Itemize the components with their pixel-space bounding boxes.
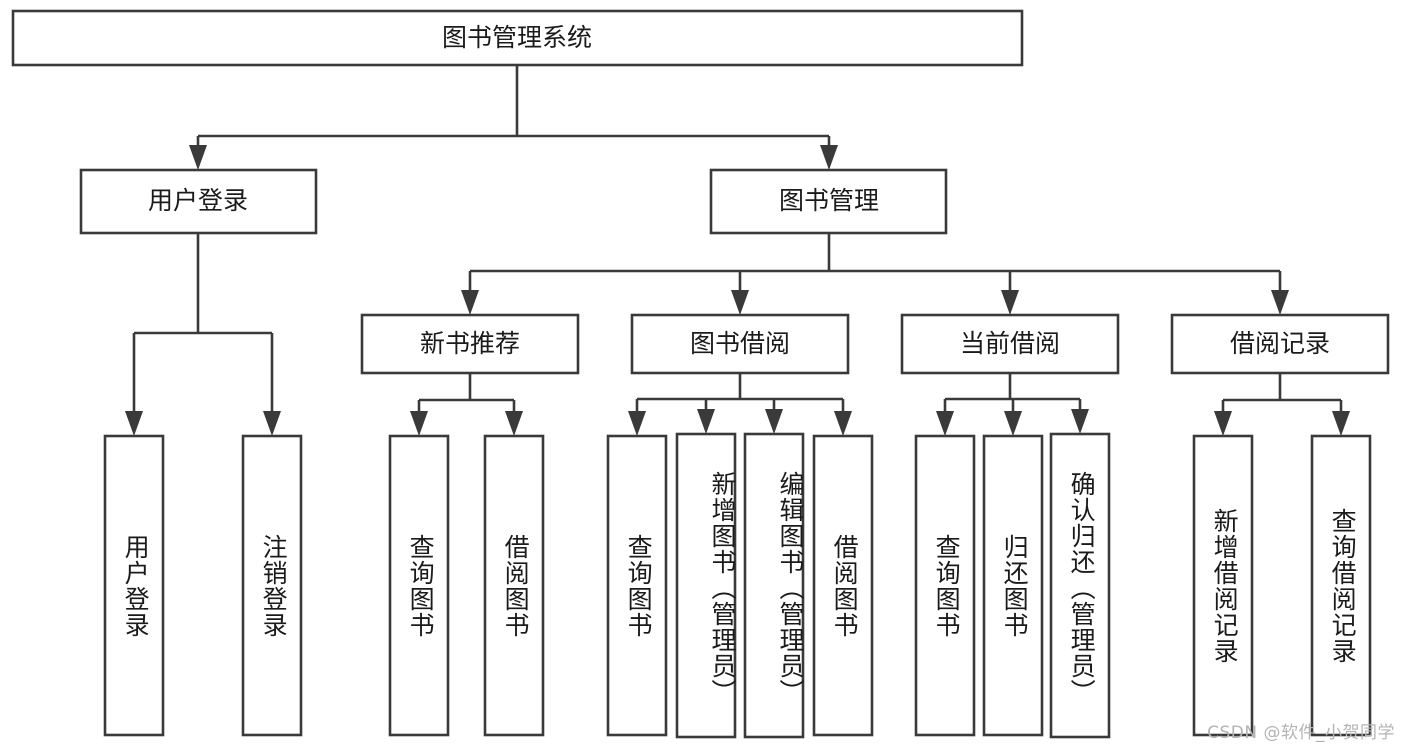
leaf-box-add-book[interactable] bbox=[675, 432, 737, 739]
leaf-box-query-book-1[interactable] bbox=[388, 434, 450, 737]
arrow-head-leaf-logout bbox=[263, 411, 281, 436]
node-book-manage[interactable]: 图书管理 bbox=[709, 168, 948, 235]
leaf-box-return-book[interactable] bbox=[982, 434, 1044, 737]
node-new-book-recommend-box[interactable] bbox=[360, 313, 580, 375]
arrow-head-leaf-borrow-book-1 bbox=[505, 411, 523, 436]
arrow-head-book-manage bbox=[820, 145, 838, 170]
arrow-head-leaf-query-record bbox=[1332, 411, 1350, 436]
node-root[interactable]: 图书管理系统 bbox=[11, 9, 1024, 67]
leaf-box-edit-book[interactable] bbox=[743, 432, 805, 739]
arrow-head-leaf-query-book-2 bbox=[628, 411, 646, 436]
node-new-book-recommend[interactable]: 新书推荐 bbox=[360, 313, 580, 375]
leaf-box-group bbox=[103, 432, 1372, 739]
leaf-box-borrow-book-1[interactable] bbox=[483, 434, 545, 737]
arrow-head-leaf-user-login bbox=[125, 411, 143, 436]
node-book-borrow-label: 图书借阅 bbox=[690, 329, 790, 358]
connector-group-book-manage bbox=[461, 233, 1289, 315]
leaf-box-query-book-2[interactable] bbox=[606, 434, 668, 737]
leaf-box-logout[interactable] bbox=[241, 434, 303, 737]
csdn-watermark: CSDN @软件_小贺同学 bbox=[1207, 723, 1395, 743]
node-book-borrow-box[interactable] bbox=[630, 313, 850, 375]
leaf-box-confirm-return[interactable] bbox=[1049, 432, 1111, 739]
node-current-borrow-label: 当前借阅 bbox=[960, 329, 1060, 358]
connector-group-book-borrow bbox=[628, 373, 852, 436]
connector-group-borrow-record bbox=[1214, 373, 1350, 436]
arrow-head-leaf-return-book bbox=[1004, 411, 1022, 436]
node-user-login-box[interactable] bbox=[79, 168, 318, 235]
arrow-head-book-borrow bbox=[731, 290, 749, 315]
arrow-head-new-book-recommend bbox=[461, 290, 479, 315]
node-book-borrow[interactable]: 图书借阅 bbox=[630, 313, 850, 375]
leaf-box-add-record[interactable] bbox=[1192, 434, 1254, 737]
node-root-box[interactable] bbox=[11, 9, 1024, 67]
node-user-login[interactable]: 用户登录 bbox=[79, 168, 318, 235]
node-borrow-record[interactable]: 借阅记录 bbox=[1170, 313, 1390, 375]
connector-group-current-borrow bbox=[936, 373, 1089, 436]
leaf-box-borrow-book-2[interactable] bbox=[812, 434, 874, 737]
node-borrow-record-label: 借阅记录 bbox=[1230, 329, 1330, 358]
leaf-box-query-record[interactable] bbox=[1310, 434, 1372, 737]
arrow-head-leaf-query-book-1 bbox=[410, 411, 428, 436]
arrow-head-leaf-add-book bbox=[697, 409, 715, 434]
leaf-box-query-book-3[interactable] bbox=[914, 434, 976, 737]
node-root-label: 图书管理系统 bbox=[442, 23, 592, 52]
leaf-box-user-login[interactable] bbox=[103, 434, 165, 737]
arrow-head-leaf-borrow-book-2 bbox=[834, 411, 852, 436]
arrow-head-user-login bbox=[189, 145, 207, 170]
arrow-head-current-borrow bbox=[1001, 290, 1019, 315]
node-user-login-label: 用户登录 bbox=[148, 186, 248, 215]
connector-group-user-login bbox=[125, 233, 281, 436]
node-borrow-record-box[interactable] bbox=[1170, 313, 1390, 375]
node-current-borrow[interactable]: 当前借阅 bbox=[900, 313, 1120, 375]
node-book-manage-box[interactable] bbox=[709, 168, 948, 235]
node-current-borrow-box[interactable] bbox=[900, 313, 1120, 375]
arrow-head-leaf-query-book-3 bbox=[936, 411, 954, 436]
arrow-head-borrow-record bbox=[1271, 290, 1289, 315]
node-book-manage-label: 图书管理 bbox=[779, 186, 879, 215]
connector-group-root bbox=[189, 65, 838, 170]
node-new-book-recommend-label: 新书推荐 bbox=[420, 329, 520, 358]
connector-group-new-book-recommend bbox=[410, 373, 523, 436]
arrow-head-leaf-edit-book bbox=[765, 409, 783, 434]
arrow-head-leaf-confirm-return bbox=[1071, 409, 1089, 434]
arrow-head-leaf-add-record bbox=[1214, 411, 1232, 436]
